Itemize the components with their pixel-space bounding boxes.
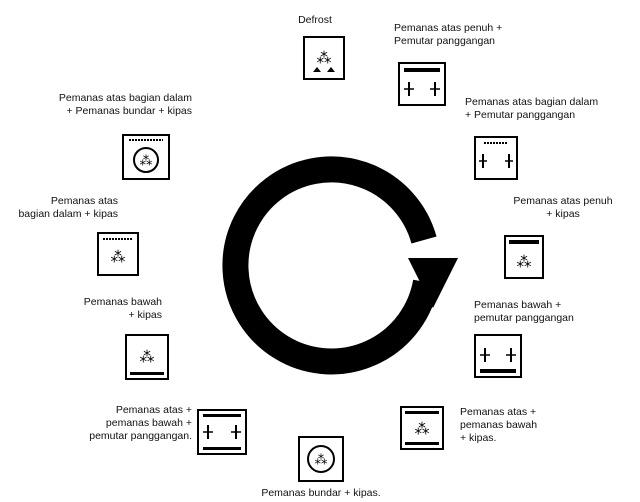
- mode-label-inner-top-rotisserie: Pemanas atas bagian dalam + Pemutar pang…: [465, 96, 599, 121]
- mode-label-ring-fan: Pemanas bundar + kipas.: [261, 487, 381, 499]
- top-bottom-heater-rotisserie-icon: [197, 409, 247, 455]
- svg-text:⁂: ⁂: [415, 420, 430, 438]
- ring-heater-fan-icon: ⁂: [298, 436, 344, 482]
- svg-text:⁂: ⁂: [517, 253, 532, 271]
- full-top-heater-fan-icon: ⁂: [504, 235, 544, 279]
- mode-label-top-bottom-fan: Pemanas atas + pemanas bawah + kipas.: [460, 406, 538, 444]
- bottom-heater-fan-icon: ⁂: [125, 334, 169, 380]
- mode-label-full-top-rotisserie: Pemanas atas penuh + Pemutar panggangan: [394, 22, 503, 47]
- top-bottom-heater-fan-icon: ⁂: [400, 406, 444, 450]
- mode-label-inner-top-ring-fan: Pemanas atas bagian dalam + Pemanas bund…: [58, 92, 192, 117]
- mode-label-defrost: Defrost: [298, 14, 332, 26]
- inner-top-ring-heater-fan-icon: ⁂: [122, 134, 170, 180]
- svg-text:⁂: ⁂: [140, 154, 153, 169]
- inner-top-heater-rotisserie-icon: [474, 136, 518, 180]
- svg-text:⁂: ⁂: [111, 248, 126, 266]
- svg-text:⁂: ⁂: [140, 348, 155, 366]
- inner-top-heater-fan-icon: ⁂: [97, 232, 139, 276]
- full-top-heater-rotisserie-icon: [398, 62, 446, 106]
- mode-label-inner-top-fan: Pemanas atas bagian dalam + kipas: [18, 195, 118, 220]
- mode-label-top-bottom-rotisserie: Pemanas atas + pemanas bawah + pemutar p…: [89, 404, 192, 442]
- svg-text:⁂: ⁂: [315, 453, 328, 468]
- bottom-heater-rotisserie-icon: [474, 334, 522, 378]
- defrost-icon: ⁂: [303, 36, 345, 80]
- mode-label-bottom-rotisserie: Pemanas bawah + pemutar panggangan: [474, 299, 574, 324]
- svg-text:⁂: ⁂: [317, 49, 332, 67]
- mode-label-bottom-fan: Pemanas bawah + kipas: [83, 296, 162, 321]
- mode-label-full-top-fan: Pemanas atas penuh + kipas: [513, 195, 613, 220]
